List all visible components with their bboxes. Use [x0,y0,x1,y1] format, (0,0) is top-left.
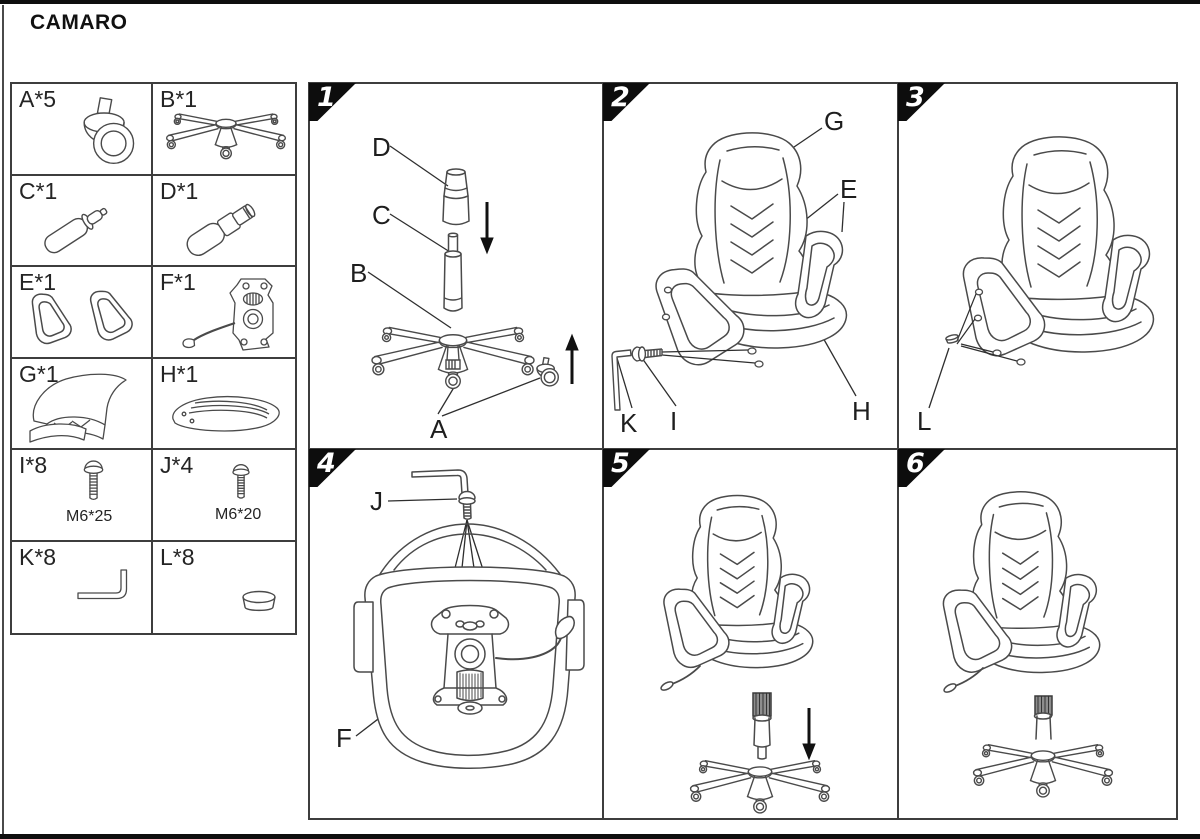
part-size-label: M6*25 [66,508,113,525]
part-label: D*1 [160,177,199,204]
parts-cell-c: C*1 [12,175,153,267]
page-title: CAMARO [30,11,128,34]
parts-cell-d: D*1 [153,176,295,267]
callout-k: K [620,408,638,438]
part-label: J*4 [160,452,194,478]
bolt-screw-icon [83,460,104,501]
step-panel-3: 3 L [897,82,1178,450]
gas-lift-icon [26,188,138,264]
callout-l: L [917,406,932,436]
parts-cell-h: H*1 [153,359,295,450]
step-panel-2: 2 G E K I H [602,82,899,450]
backrest-icon [16,371,150,449]
five-star-base-icon [166,113,286,160]
cylinder-cover-icon [171,186,287,264]
callout-i: I [670,406,678,436]
step-panel-4: 4 J F [308,448,604,820]
step1-diagram [310,84,602,448]
part-label: C*1 [19,177,58,204]
parts-cell-l: L*8 [153,542,295,634]
part-label: F*1 [160,269,196,295]
part-label: I*8 [19,452,48,478]
step4-diagram [310,450,602,818]
allen-key-icon [68,564,146,612]
parts-cell-i: I*8 M6*25 [12,450,153,542]
parts-cell-e: E*1 [12,267,153,359]
part-label: L*8 [160,543,195,570]
parts-cell-a: A*5 [12,84,153,176]
caster-wheel-icon [82,96,135,165]
armrest-pair-icon [29,289,134,346]
seat-cushion-icon [163,379,291,441]
part-label: E*1 [19,269,57,295]
parts-cell-b: B*1 [153,84,295,176]
parts-cell-j: J*4 M6*20 [153,450,295,542]
cover-cap-icon [242,590,276,611]
callout-h: H [852,396,871,426]
part-label: G*1 [19,360,59,387]
bolt-screw-icon [232,464,250,499]
step5-diagram [604,494,830,814]
step-panel-6: 6 [897,448,1178,820]
callout-e: E [840,174,858,204]
part-label: A*5 [19,86,57,112]
parts-cell-k: K*8 [12,541,153,633]
callout-b: B [350,258,368,288]
callout-a: A [430,414,448,444]
step6-diagram [942,491,1113,798]
part-label: H*1 [160,360,199,387]
callout-c: C [372,200,391,230]
part-size-label: M6*20 [215,506,262,523]
page-bottom-rule [0,834,1200,839]
callout-f: F [336,723,352,753]
parts-table: A*5 B*1 C*1 D*1 [10,82,297,635]
part-label: B*1 [160,86,198,112]
callout-j: J [370,486,383,516]
parts-cell-f: F*1 [153,267,295,359]
parts-cell-g: G*1 [12,358,153,450]
callout-g: G [824,106,845,136]
step-panel-5: 5 [602,448,899,820]
step2-diagram [604,84,897,448]
callout-d: D [372,132,391,162]
part-label: K*8 [19,543,57,570]
step-panel-1: 1 D C B A [308,82,604,450]
step3-diagram [899,136,1155,448]
page-top-rule [0,0,1200,4]
page-left-rule [2,5,4,834]
tilt-mechanism-icon [179,273,289,357]
